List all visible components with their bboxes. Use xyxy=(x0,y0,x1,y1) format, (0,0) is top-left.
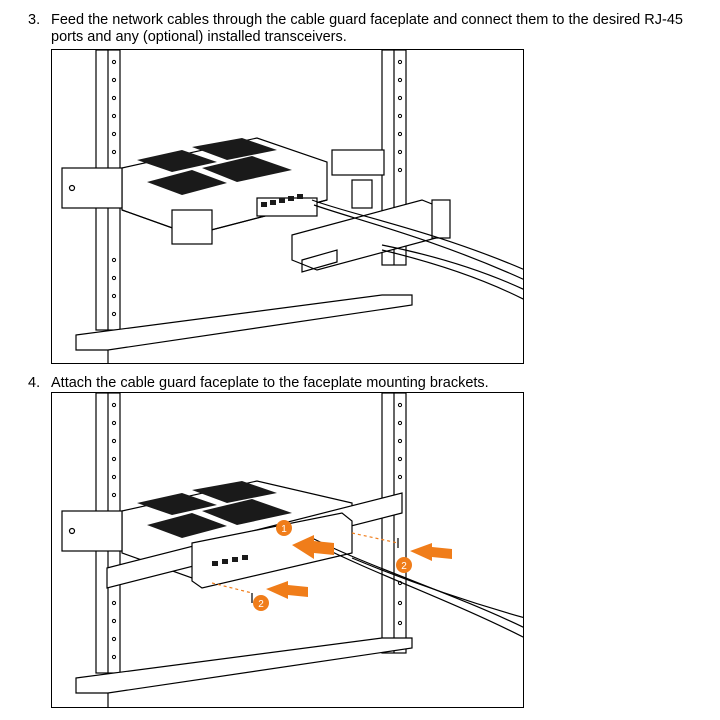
step-number: 4. xyxy=(28,375,41,391)
figure-attach-faceplate: 1 2 2 xyxy=(51,392,524,708)
step-text: Attach the cable guard faceplate to the … xyxy=(51,375,489,391)
figure-feed-cables xyxy=(51,49,524,364)
arrow-screw-left-icon xyxy=(266,581,308,599)
step-text: Feed the network cables through the cabl… xyxy=(51,12,683,45)
callout-2-label: 2 xyxy=(401,561,407,572)
callout-2-label: 2 xyxy=(258,599,264,610)
step-number: 3. xyxy=(28,12,41,28)
illustration-attach-faceplate: 1 2 2 xyxy=(61,393,523,707)
callout-1: 1 xyxy=(276,520,292,536)
callout-1-label: 1 xyxy=(281,524,287,535)
arrow-screw-right-icon xyxy=(410,543,452,561)
callout-2-left: 2 xyxy=(253,595,269,611)
callout-2-right: 2 xyxy=(396,557,412,573)
illustration-feed-cables xyxy=(61,50,523,363)
arrow-slide-icon xyxy=(292,535,334,559)
